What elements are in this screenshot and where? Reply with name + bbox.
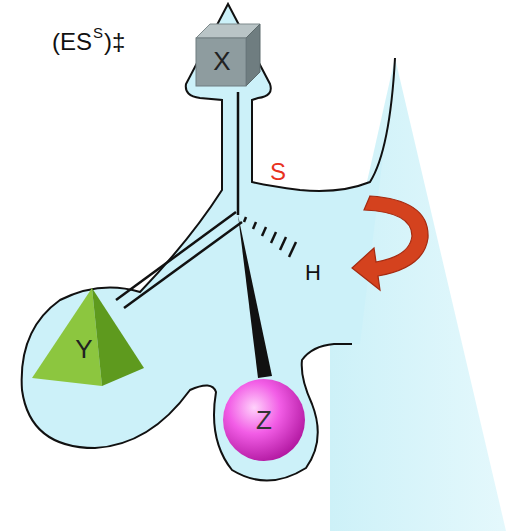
state-label: (ES bbox=[52, 30, 92, 54]
bond-x bbox=[237, 92, 240, 215]
pocket-fill bbox=[22, 4, 395, 481]
state-label: )‡ bbox=[104, 30, 125, 54]
cube-node: X bbox=[196, 24, 260, 86]
state-superscript: S bbox=[93, 25, 103, 40]
bond-y bbox=[116, 212, 236, 300]
atom-letter: H bbox=[305, 262, 321, 284]
bond-y bbox=[124, 222, 242, 308]
shape-letter: Z bbox=[256, 407, 272, 433]
rotation-arrow bbox=[352, 196, 428, 290]
wedge-bond bbox=[238, 215, 272, 378]
shape-letter: X bbox=[213, 48, 230, 74]
pyramid-node: Y bbox=[32, 288, 144, 386]
pocket-outline bbox=[22, 4, 395, 481]
site-letter: S bbox=[270, 160, 286, 184]
shape-letter: Y bbox=[75, 336, 92, 362]
hashed-bond bbox=[244, 217, 296, 257]
sphere-node: Z bbox=[222, 378, 306, 462]
